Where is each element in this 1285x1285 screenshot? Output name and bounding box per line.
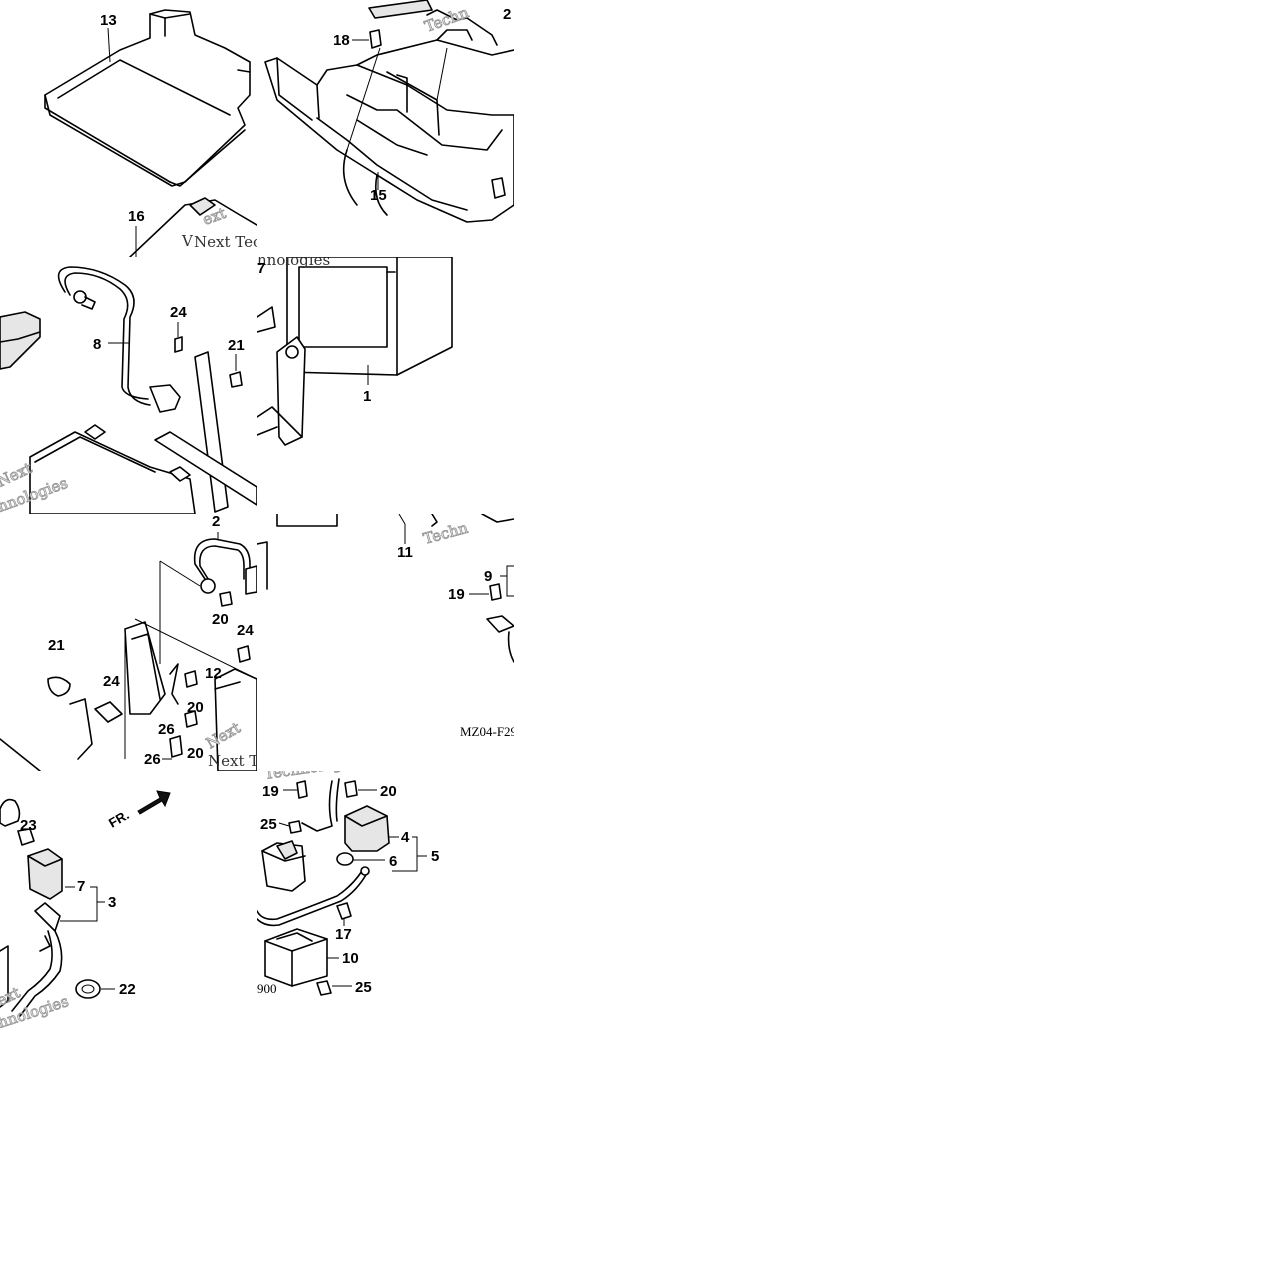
- callout-22: 22: [119, 981, 136, 998]
- callout-21: 21: [48, 637, 65, 654]
- callout-12: 12: [205, 665, 222, 682]
- front-arrow-icon: [137, 790, 171, 815]
- callout-16: 16: [128, 208, 145, 225]
- callout-24: 24: [103, 673, 120, 690]
- watermark-text: Techn: [421, 519, 470, 548]
- fuse-box-drawing: 2 20 24 21 24 12 20 26 20 26 Next Next T…: [0, 514, 257, 771]
- callout-2: 2: [212, 514, 220, 530]
- callout-13: 13: [100, 12, 117, 29]
- callout-19: 19: [262, 783, 279, 800]
- battery-drawing: 1 hnologies 7: [257, 257, 453, 446]
- callout-8: 8: [93, 336, 101, 353]
- battery-box-drawing: 18 15 2 Techn: [264, 0, 514, 223]
- tile-battery-cable: 8 24 21 Next hnologies: [0, 257, 257, 514]
- callout-20: 20: [187, 745, 204, 762]
- callout-25: 25: [355, 979, 372, 996]
- tile-fuse-box: 2 20 24 21 24 12 20 26 20 26 Next Next T…: [0, 514, 257, 771]
- positive-cable-drawing: 22 23 7 3 FR. ext hnologies: [0, 790, 171, 1028]
- callout-18: 18: [333, 32, 350, 49]
- tile-battery: 1 hnologies 7: [257, 257, 514, 514]
- relay-area-drawing: 11 Techn 9 19 MZ04-F29: [257, 514, 514, 739]
- callout-20: 20: [187, 699, 204, 716]
- watermark-text: ext: [0, 983, 23, 1009]
- callout-6: 6: [389, 853, 397, 870]
- callout-26: 26: [158, 721, 175, 738]
- callout-24: 24: [170, 304, 187, 321]
- diagram-code-partial: 900: [257, 981, 277, 996]
- callout-5: 5: [431, 848, 439, 865]
- callout-1: 1: [363, 388, 371, 405]
- callout-26: 26: [144, 751, 161, 768]
- callout-2: 2: [503, 6, 511, 23]
- battery-cable-drawing: 8 24 21 Next hnologies: [0, 266, 257, 514]
- callout-11: 11: [397, 544, 413, 561]
- callout-15: 15: [370, 187, 387, 204]
- callout-9: 9: [484, 568, 492, 585]
- callout-10: 10: [342, 950, 359, 967]
- callout-20: 20: [212, 611, 229, 628]
- callout-21: 21: [228, 337, 245, 354]
- tile-positive-cable: 22 23 7 3 FR. ext hnologies: [0, 771, 257, 1028]
- tile-starter-relay: Technolog 19 20 25 4 5 6: [257, 771, 514, 1028]
- battery-cover-drawing: 13 16 ext V Next Tec: [44, 9, 257, 257]
- tile-relay-area: 11 Techn 9 19 MZ04-F29: [257, 514, 514, 771]
- front-marker: FR.: [106, 807, 132, 830]
- diagram-code: MZ04-F29: [460, 724, 514, 739]
- callout-24: 24: [237, 622, 254, 639]
- tile-battery-box: 18 15 2 Techn: [257, 0, 514, 257]
- callout-3: 3: [108, 894, 116, 911]
- watermark-text: Next Tec: [194, 233, 257, 251]
- callout-20: 20: [380, 783, 397, 800]
- watermark-text: V: [181, 232, 194, 250]
- watermark-text: hnologies: [257, 257, 330, 269]
- tile-battery-cover: 13 16 ext V Next Tec: [0, 0, 257, 257]
- watermark-text: Next Tec: [208, 752, 257, 770]
- callout-4: 4: [401, 829, 410, 846]
- callout-7: 7: [257, 260, 265, 277]
- callout-17: 17: [335, 926, 352, 943]
- starter-relay-drawing: Technolog 19 20 25 4 5 6: [257, 771, 439, 996]
- callout-23: 23: [20, 817, 37, 834]
- callout-19: 19: [448, 586, 465, 603]
- callout-25: 25: [260, 816, 277, 833]
- callout-7: 7: [77, 878, 85, 895]
